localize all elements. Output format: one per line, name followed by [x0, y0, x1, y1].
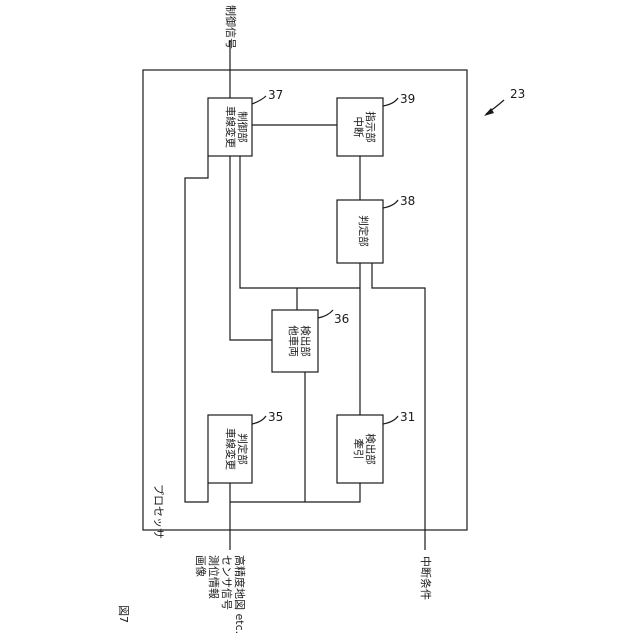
block-36-number: 36: [334, 312, 349, 326]
block-36-line2: 検出部: [299, 325, 312, 357]
processor-label: プロセッサ: [152, 484, 165, 539]
block-31-line2: 検出部: [364, 433, 377, 465]
leader-35: [252, 416, 266, 424]
connector-35-31-bus: [230, 483, 360, 502]
connector-37-35: [185, 156, 208, 502]
block-31-number: 31: [400, 410, 415, 424]
block-35-line1: 車線変更: [224, 428, 237, 470]
input-label-3: センサ信号: [220, 555, 233, 610]
reference-number: 23: [510, 87, 525, 101]
block-35-number: 35: [268, 410, 283, 424]
block-37-number: 37: [268, 88, 283, 102]
block-39-number: 39: [400, 92, 415, 106]
block-37-line1: 車線変更: [224, 106, 237, 148]
leader-31: [383, 416, 398, 424]
block-38-line1: 判定部: [357, 215, 370, 247]
input-label-4: 高精度地図 etc.: [233, 555, 247, 634]
block-37-line2: 制御部: [236, 111, 249, 143]
input-label-1: 画像: [194, 555, 207, 577]
leader-38: [383, 200, 398, 208]
interrupt-condition-label: 中断条件: [419, 556, 433, 600]
control-signal-label: 制御信号: [224, 5, 238, 49]
block-35-line2: 判定部: [236, 433, 249, 465]
block-39-line2: 指示部: [364, 111, 377, 143]
connector-37-36: [230, 156, 272, 340]
block-39-line1: 中断: [352, 117, 365, 138]
block-36-line1: 他車両: [287, 325, 300, 357]
leader-37: [252, 96, 266, 104]
figure-label: 図7: [117, 605, 130, 623]
block-38-number: 38: [400, 194, 415, 208]
input-label-2: 測位情報: [207, 555, 221, 599]
block-31-line1: 牽引: [352, 439, 365, 460]
leader-39: [383, 98, 398, 106]
interrupt-condition-line: [372, 263, 425, 550]
leader-36: [318, 310, 333, 318]
